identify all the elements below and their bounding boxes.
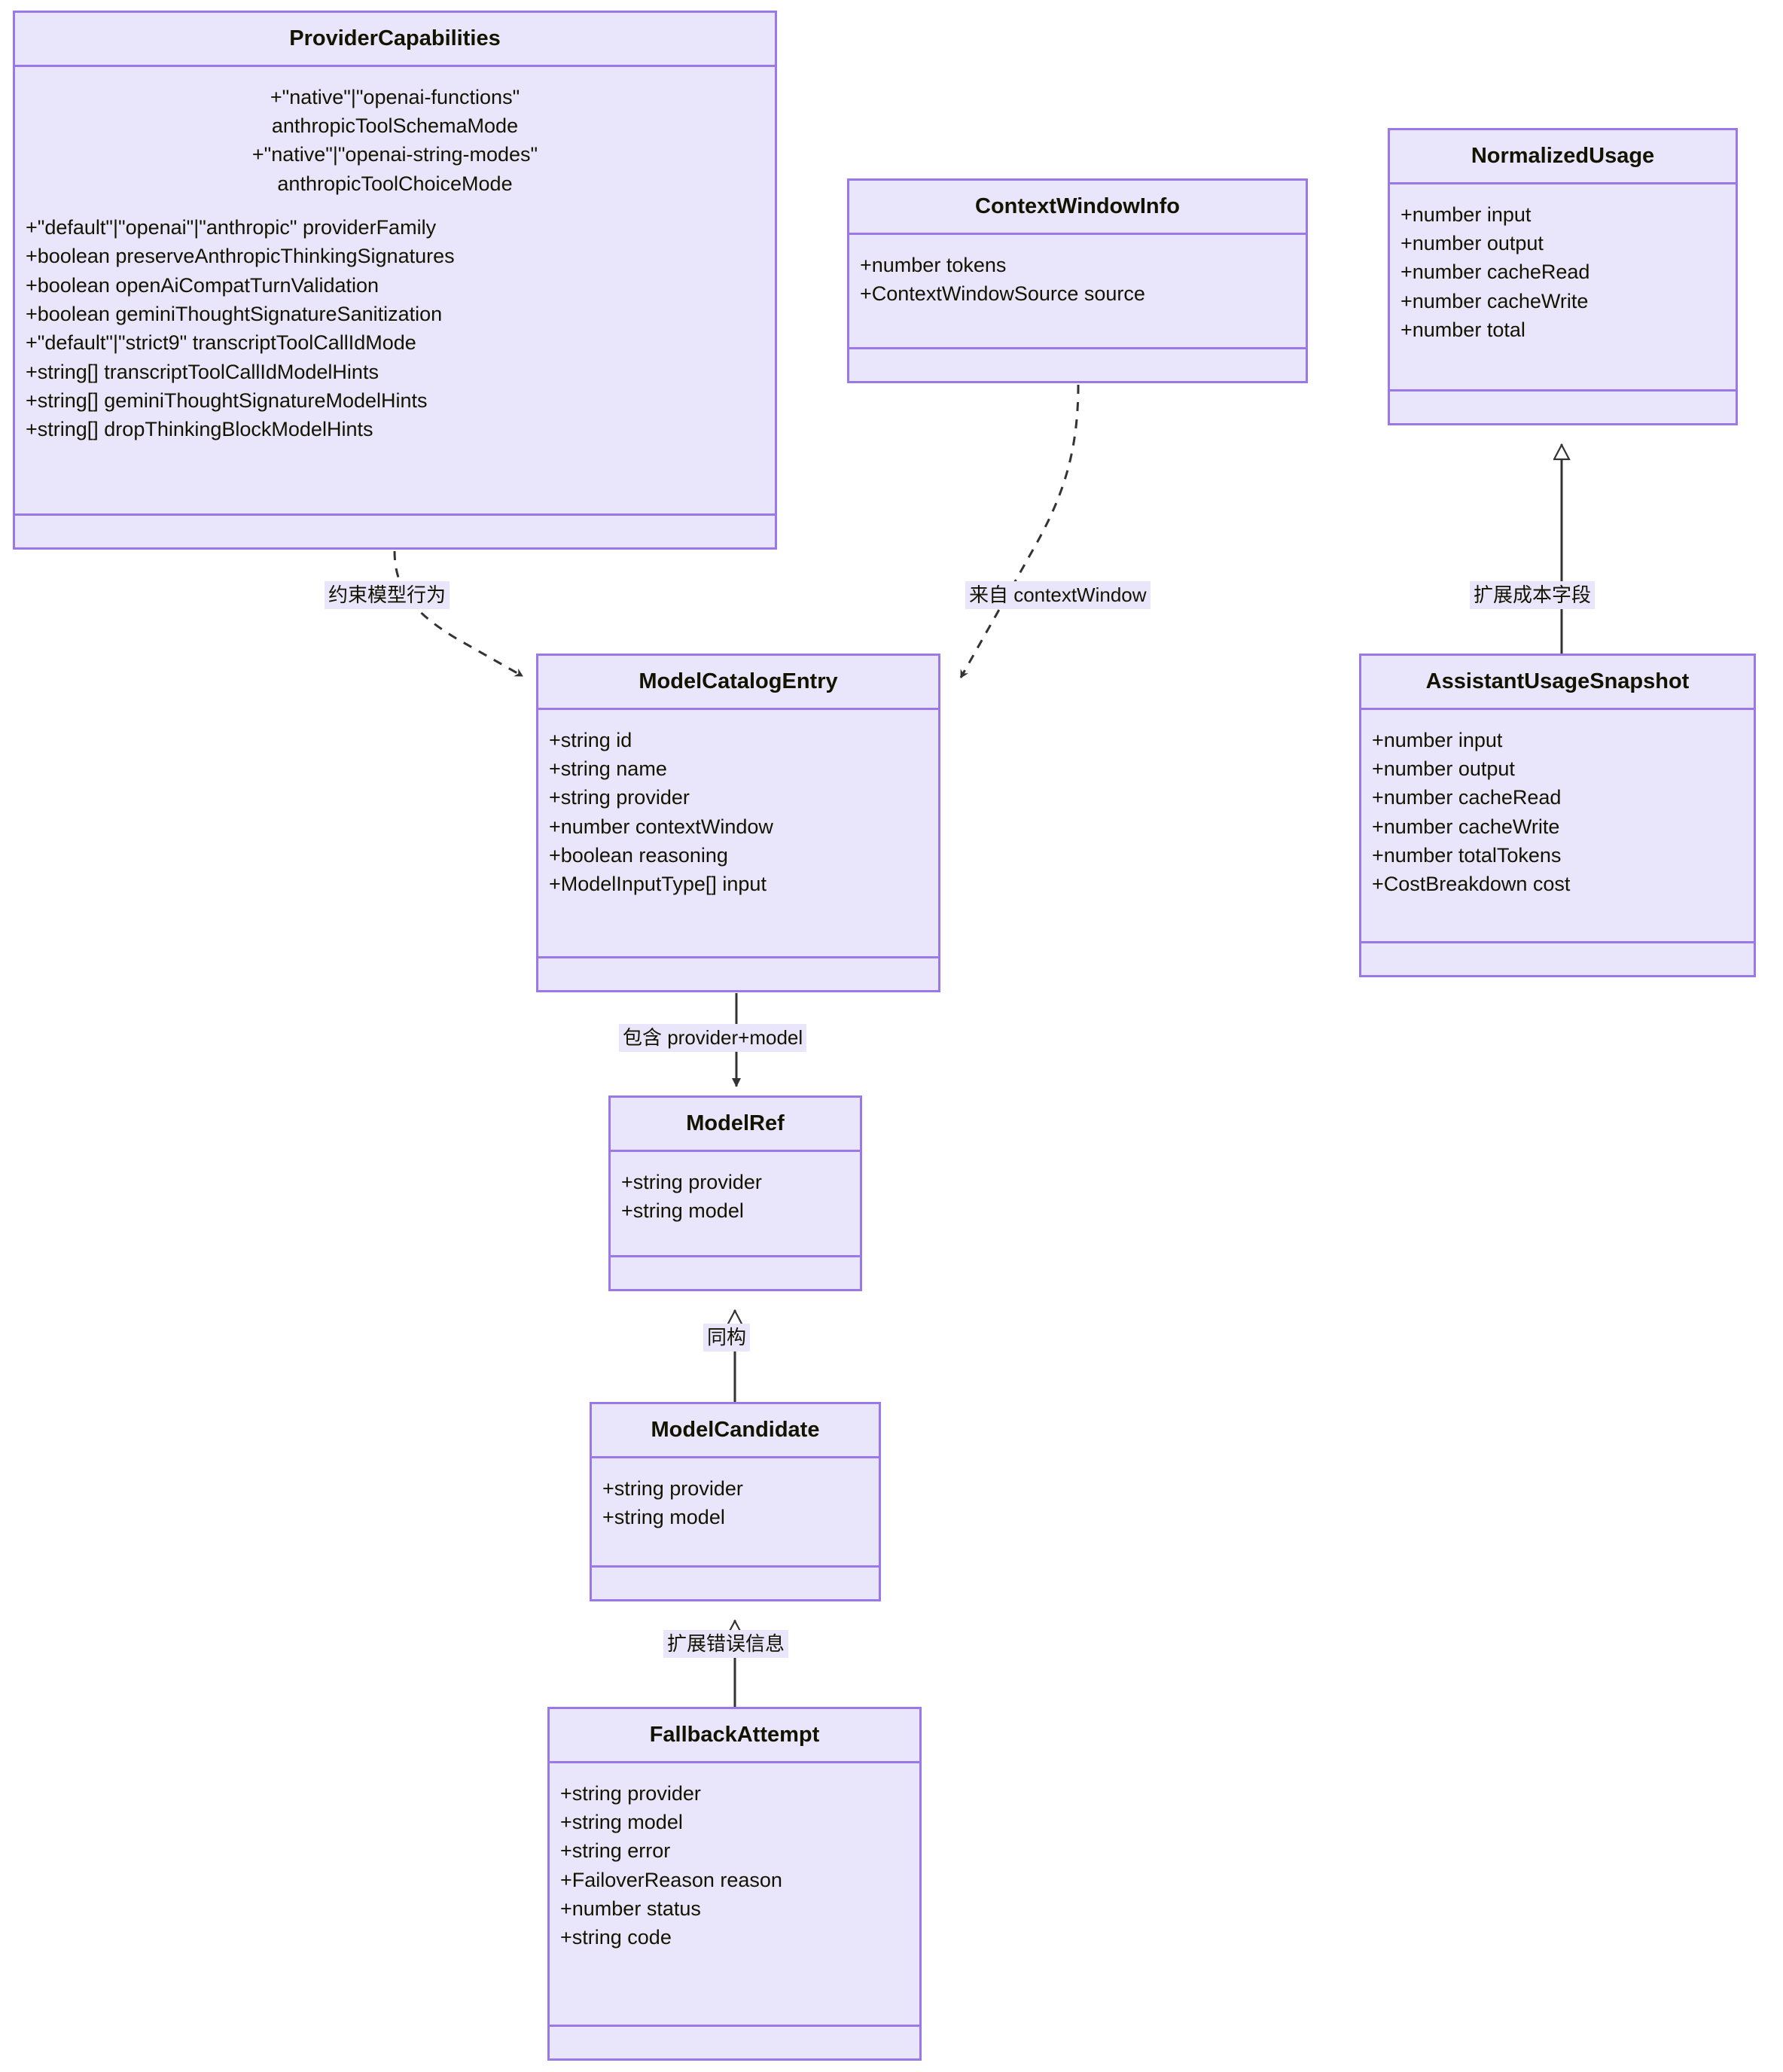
edge-label-isomorphic: 同构 — [703, 1324, 751, 1351]
attribute-row: +boolean reasoning — [549, 844, 728, 867]
attribute-row: +number output — [1400, 232, 1544, 255]
attribute-row: +string model — [621, 1199, 744, 1223]
attribute-row: +number cacheRead — [1372, 786, 1562, 809]
attribute-row: +"default"|"openai"|"anthropic" provider… — [26, 216, 437, 239]
class-methods-provider-capabilities — [15, 516, 775, 547]
attribute-row: +"default"|"strict9" transcriptToolCallI… — [26, 331, 416, 355]
class-node-model-ref[interactable]: ModelRef +string provider +string model — [608, 1095, 862, 1291]
attribute-spacer — [26, 198, 764, 213]
class-title-assistant-usage-snapshot: AssistantUsageSnapshot — [1361, 656, 1754, 710]
class-methods-fallback-attempt — [550, 2027, 919, 2058]
attribute-row: +number input — [1400, 203, 1532, 226]
class-attributes-fallback-attempt: +string provider +string model +string e… — [550, 1763, 919, 2027]
attribute-row: +boolean openAiCompatTurnValidation — [26, 273, 379, 297]
attribute-row: +string model — [560, 1811, 683, 1834]
attribute-row: +number cacheWrite — [1400, 289, 1589, 312]
attribute-row: +"native"|"openai-functions" — [270, 85, 520, 108]
attribute-row: +string id — [549, 728, 632, 751]
attribute-row: +string code — [560, 1926, 672, 1949]
attribute-row: +number total — [1400, 318, 1525, 342]
class-attributes-assistant-usage-snapshot: +number input +number output +number cac… — [1361, 710, 1754, 943]
attribute-row: +"native"|"openai-string-modes" — [251, 143, 538, 166]
attribute-row: +boolean geminiThoughtSignatureSanitizat… — [26, 303, 443, 326]
attribute-row: +string provider — [602, 1476, 743, 1500]
class-methods-model-ref — [611, 1257, 860, 1289]
edge-contextwindowinfo-modelcatalogentry — [959, 384, 1080, 678]
attribute-row: +string[] geminiThoughtSignatureModelHin… — [26, 389, 428, 413]
class-title-model-catalog-entry: ModelCatalogEntry — [538, 656, 938, 710]
attribute-row: +CostBreakdown cost — [1372, 873, 1571, 896]
class-node-assistant-usage-snapshot[interactable]: AssistantUsageSnapshot +number input +nu… — [1359, 654, 1756, 977]
attribute-row: +number cacheRead — [1400, 261, 1590, 284]
edge-label-extend-error-info: 扩展错误信息 — [663, 1630, 789, 1658]
edge-label-extend-cost-fields: 扩展成本字段 — [1470, 581, 1596, 609]
class-node-model-candidate[interactable]: ModelCandidate +string provider +string … — [590, 1402, 881, 1601]
class-methods-model-candidate — [592, 1568, 879, 1599]
class-attributes-model-catalog-entry: +string id +string name +string provider… — [538, 710, 938, 958]
attribute-row: +string[] dropThinkingBlockModelHints — [26, 418, 373, 441]
class-attributes-provider-capabilities: +"native"|"openai-functions" anthropicTo… — [15, 67, 775, 516]
class-attributes-context-window-info: +number tokens +ContextWindowSource sour… — [849, 235, 1306, 349]
class-attributes-model-candidate: +string provider +string model — [592, 1458, 879, 1568]
attribute-row: +string provider — [621, 1170, 762, 1193]
edge-label-constrain-model-behavior: 约束模型行为 — [325, 581, 450, 609]
attribute-row: anthropicToolChoiceMode — [277, 172, 513, 195]
edge-providercapabilities-modelcatalogentry — [393, 550, 523, 678]
attribute-row: +ModelInputType[] input — [549, 873, 767, 896]
attribute-row: +number status — [560, 1897, 701, 1921]
class-node-context-window-info[interactable]: ContextWindowInfo +number tokens +Contex… — [847, 178, 1308, 383]
attribute-row: +string provider — [549, 786, 690, 809]
attribute-row: +string name — [549, 757, 667, 781]
class-methods-assistant-usage-snapshot — [1361, 943, 1754, 975]
class-attributes-model-ref: +string provider +string model — [611, 1152, 860, 1257]
class-title-normalized-usage: NormalizedUsage — [1390, 130, 1736, 184]
attribute-row: +number input — [1372, 728, 1503, 751]
edge-label-contains-provider-model: 包含 provider+model — [619, 1024, 807, 1052]
attribute-row: +string[] transcriptToolCallIdModelHints — [26, 360, 379, 383]
attribute-row: +number output — [1372, 757, 1515, 781]
class-node-provider-capabilities[interactable]: ProviderCapabilities +"native"|"openai-f… — [13, 11, 777, 550]
attribute-row: +string provider — [560, 1781, 701, 1805]
attribute-row: anthropicToolSchemaMode — [271, 114, 519, 138]
class-node-fallback-attempt[interactable]: FallbackAttempt +string provider +string… — [547, 1707, 922, 2061]
attribute-row: +number tokens — [860, 253, 1007, 276]
class-title-fallback-attempt: FallbackAttempt — [550, 1709, 919, 1763]
class-title-model-ref: ModelRef — [611, 1098, 860, 1152]
attribute-row: +number cacheWrite — [1372, 815, 1560, 838]
attribute-row: +number totalTokens — [1372, 844, 1562, 867]
class-title-provider-capabilities: ProviderCapabilities — [15, 13, 775, 67]
class-methods-context-window-info — [849, 349, 1306, 381]
attribute-row: +boolean preserveAnthropicThinkingSignat… — [26, 245, 455, 268]
attribute-row: +string model — [602, 1506, 725, 1529]
class-attributes-normalized-usage: +number input +number output +number cac… — [1390, 184, 1736, 392]
class-title-context-window-info: ContextWindowInfo — [849, 181, 1306, 235]
edge-label-from-context-window: 来自 contextWindow — [965, 581, 1151, 609]
class-methods-model-catalog-entry — [538, 958, 938, 990]
class-node-normalized-usage[interactable]: NormalizedUsage +number input +number ou… — [1388, 128, 1738, 425]
attribute-row: +ContextWindowSource source — [860, 282, 1145, 306]
attribute-row: +FailoverReason reason — [560, 1868, 782, 1891]
class-node-model-catalog-entry[interactable]: ModelCatalogEntry +string id +string nam… — [536, 654, 940, 992]
attribute-row: +number contextWindow — [549, 815, 773, 838]
attribute-row: +string error — [560, 1839, 671, 1863]
class-methods-normalized-usage — [1390, 392, 1736, 423]
class-title-model-candidate: ModelCandidate — [592, 1404, 879, 1458]
